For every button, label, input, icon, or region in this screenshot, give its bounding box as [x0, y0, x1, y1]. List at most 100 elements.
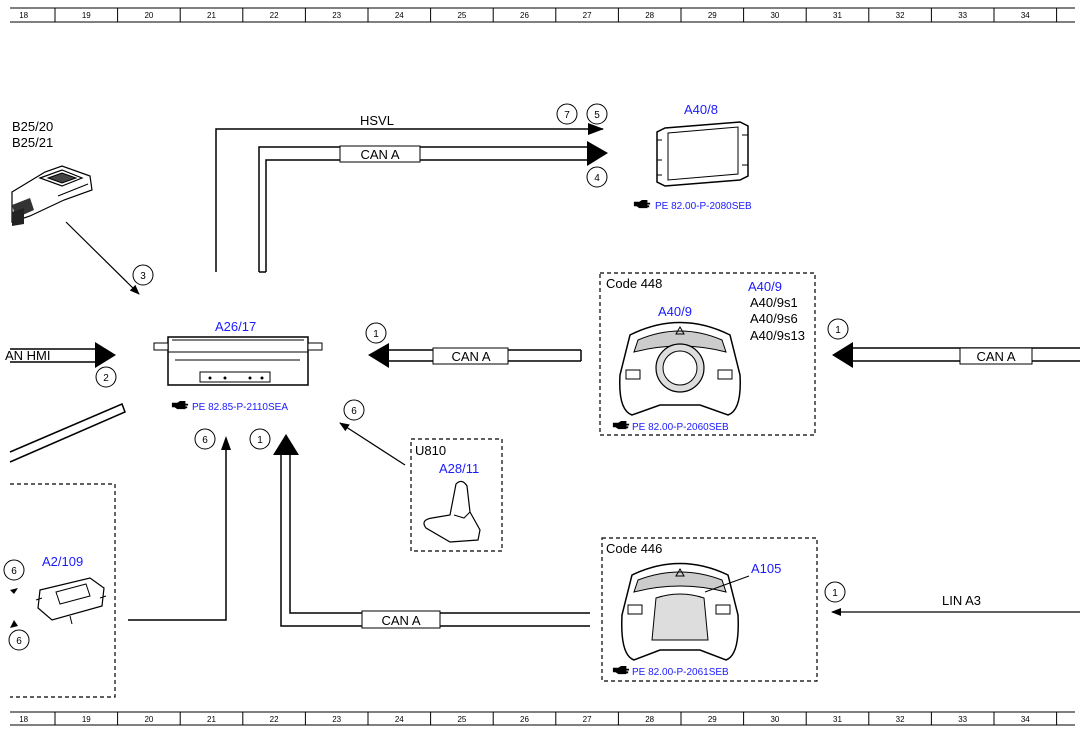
callout-1-mid: 1	[373, 329, 379, 340]
a28-11-label: A28/11	[439, 461, 479, 476]
a40-9-ref-link[interactable]: PE 82.00-P-2060SEB	[632, 422, 729, 433]
a40-9s13-label: A40/9s13	[750, 328, 805, 343]
top-ruler-number: 21	[207, 11, 216, 20]
a40-8-display-icon	[656, 121, 749, 187]
bottom-ruler-number: 30	[770, 715, 779, 724]
can-a-mid-arrow	[368, 343, 389, 368]
bottom-ruler-number: 25	[457, 715, 466, 724]
bottom-ruler-number: 26	[520, 715, 529, 724]
top-ruler-number: 25	[457, 11, 466, 20]
bottom-ruler-number: 34	[1021, 715, 1030, 724]
bottom-ruler-number: 23	[332, 715, 341, 724]
antenna-icon	[423, 480, 481, 543]
a40-8-label: A40/8	[684, 102, 718, 117]
can-a-right-arrow	[832, 342, 853, 368]
a40-9s6-label: A40/9s6	[750, 311, 798, 326]
bottom-ruler-number: 33	[958, 715, 967, 724]
bottom-ruler-number: 31	[833, 715, 842, 724]
bottom-ruler-number: 27	[583, 715, 592, 724]
code-448-box	[599, 272, 816, 436]
bottom-ruler-number: 20	[144, 715, 153, 724]
lin-a3-label: LIN A3	[942, 593, 981, 608]
callout-5: 5	[594, 110, 600, 121]
callout-1-lin: 1	[832, 588, 838, 599]
bottom-ruler-number: 28	[645, 715, 654, 724]
a2-109-label: A2/109	[42, 554, 83, 569]
top-ruler-number: 18	[19, 11, 28, 20]
can-a-right-label: CAN A	[976, 349, 1015, 364]
a40-9-label-inner: A40/9	[658, 304, 692, 319]
bottom-ruler-number: 21	[207, 715, 216, 724]
b25-label-1: B25/20	[12, 119, 53, 134]
callout-4: 4	[594, 173, 600, 184]
callout-6-mid: 6	[351, 406, 357, 417]
top-ruler-number: 19	[82, 11, 91, 20]
b25-arrow	[65, 221, 140, 295]
a26-17-unit-icon	[153, 336, 323, 386]
can-hmi-arrow	[95, 342, 116, 368]
can-a-bottom-box	[361, 610, 441, 629]
top-ruler-number: 33	[958, 11, 967, 20]
top-ruler-number: 27	[583, 11, 592, 20]
callout-6-left: 6	[202, 435, 208, 446]
can-a-mid-box	[432, 347, 509, 365]
top-ruler-number: 31	[833, 11, 842, 20]
can-a-bottom-label: CAN A	[381, 613, 420, 628]
top-ruler-number: 24	[395, 11, 404, 20]
bottom-ruler-number: 22	[270, 715, 279, 724]
a105-controller-icon	[621, 562, 739, 661]
callout-2: 2	[103, 373, 109, 384]
b25-label-2: B25/21	[12, 135, 53, 150]
callout-6-a2-bot: 6	[16, 636, 22, 647]
can-a-right-box	[959, 347, 1033, 365]
u810-arrow	[339, 422, 406, 466]
top-ruler-number: 22	[270, 11, 279, 20]
hsvl-arrow	[588, 123, 604, 135]
top-ruler-number: 29	[708, 11, 717, 20]
code-446-box	[601, 537, 818, 682]
a105-label: A105	[751, 561, 781, 576]
can-a-top-arrow	[587, 141, 608, 166]
pointing-hand-icon	[612, 666, 630, 675]
callout-1-right: 1	[835, 325, 841, 336]
can-a-bottom-line-outer	[280, 450, 590, 627]
a26-17-ref-link[interactable]: PE 82.85-P-2110SEA	[192, 402, 288, 413]
top-ruler-number: 23	[332, 11, 341, 20]
can-a-bottom-arrow	[273, 434, 299, 455]
callout-group: 7 5 4 3 2 1 1 6 6 1 1 6 6	[3, 103, 849, 651]
can-a-top-box	[339, 145, 421, 163]
a40-9s1-label: A40/9s1	[750, 295, 798, 310]
a2-109-box	[10, 483, 116, 698]
bottom-ruler-number: 24	[395, 715, 404, 724]
bottom-ruler-number: 18	[19, 715, 28, 724]
b25-sensor-icon	[11, 165, 93, 226]
can-hmi-label: AN HMI	[5, 348, 51, 363]
can-a-top-line-outer	[258, 146, 590, 272]
callout-6-a2-top: 6	[11, 566, 17, 577]
can-a-mid-label: CAN A	[451, 349, 490, 364]
top-ruler-number: 26	[520, 11, 529, 20]
pointing-hand-icon	[633, 200, 651, 209]
a2-109-module-icon	[35, 577, 107, 625]
a40-8-ref-link[interactable]: PE 82.00-P-2080SEB	[655, 201, 752, 212]
a26-17-label: A26/17	[215, 319, 256, 334]
bottom-ruler-number: 32	[896, 715, 905, 724]
a2-109-line	[128, 440, 227, 621]
left-diagonal-line	[9, 403, 126, 463]
code-448-label: Code 448	[606, 276, 662, 291]
a105-ref-link[interactable]: PE 82.00-P-2061SEB	[632, 667, 729, 678]
callout-3: 3	[140, 271, 146, 282]
top-ruler-number: 32	[896, 11, 905, 20]
code-446-label: Code 446	[606, 541, 662, 556]
pointing-hand-icon	[171, 401, 189, 410]
callout-1-left: 1	[257, 435, 263, 446]
bottom-ruler-number: 29	[708, 715, 717, 724]
can-a-top-label: CAN A	[360, 147, 399, 162]
callout-7: 7	[564, 110, 570, 121]
can-a-top-line-inner	[265, 159, 590, 272]
a40-9-controller-icon	[619, 321, 741, 416]
top-ruler-number: 30	[770, 11, 779, 20]
a40-9-label-top: A40/9	[748, 279, 782, 294]
